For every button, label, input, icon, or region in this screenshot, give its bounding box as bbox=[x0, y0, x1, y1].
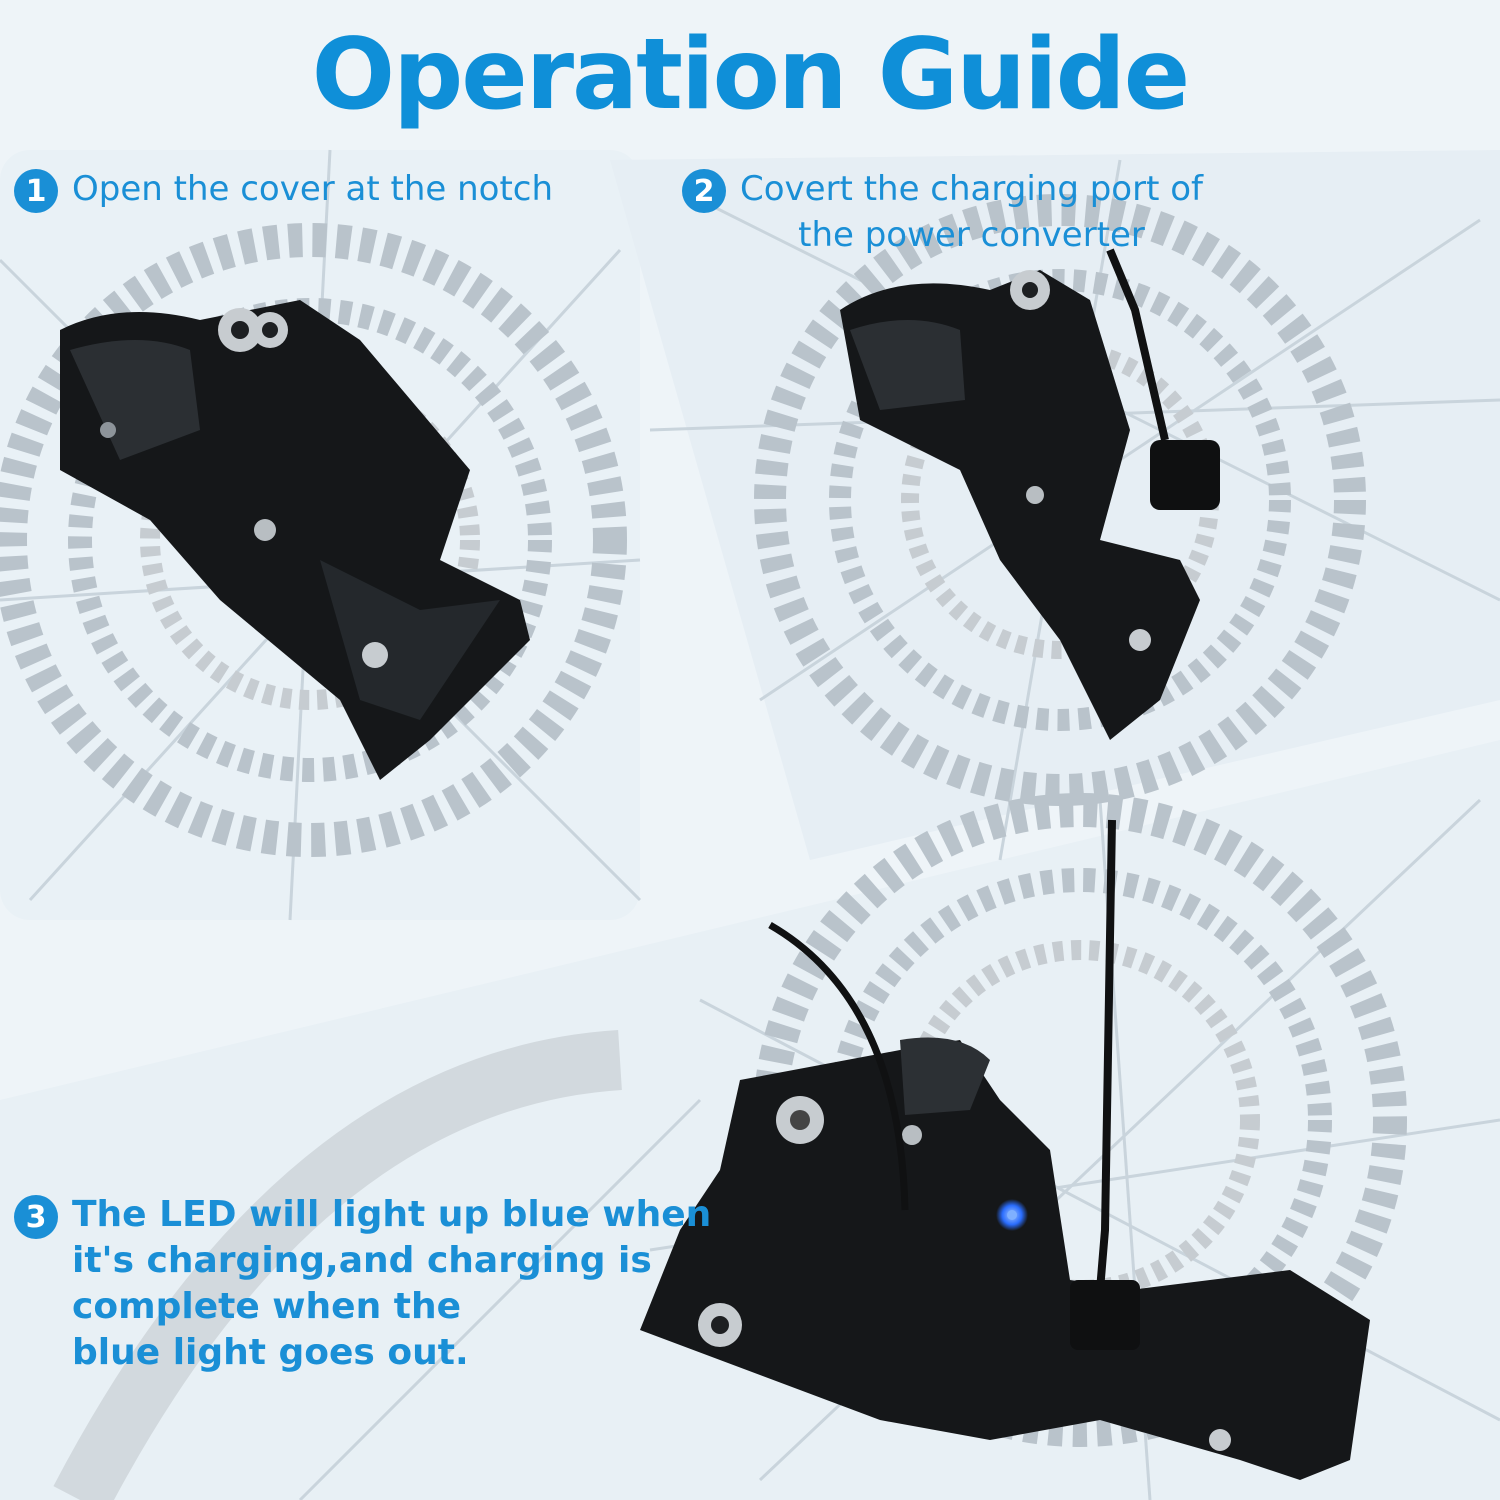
step-1: 1 Open the cover at the notch bbox=[14, 166, 553, 213]
step-1-text: Open the cover at the notch bbox=[72, 169, 554, 209]
derailleur-2 bbox=[840, 248, 1220, 740]
step-3: 3 The LED will light up blue when it's c… bbox=[14, 1192, 711, 1376]
step-3-line-4: blue light goes out. bbox=[72, 1332, 469, 1373]
step-2-number-badge: 2 bbox=[682, 169, 726, 213]
step-1-number-badge: 1 bbox=[14, 169, 58, 213]
step-2-text: Covert the charging port of the power co… bbox=[740, 166, 1203, 258]
step-3-line-1: The LED will light up blue when bbox=[72, 1194, 712, 1235]
wheel-rim bbox=[53, 1030, 622, 1500]
step-3-text: The LED will light up blue when it's cha… bbox=[72, 1192, 711, 1376]
step-2: 2 Covert the charging port of the power … bbox=[682, 166, 1203, 258]
step-3-line-3: complete when the bbox=[72, 1286, 461, 1327]
page-title: Operation Guide bbox=[311, 18, 1190, 132]
derailleur-1 bbox=[60, 300, 530, 780]
charging-connector-3 bbox=[1070, 1280, 1140, 1350]
step-2-line-2: the power converter bbox=[798, 215, 1145, 255]
charging-connector-2 bbox=[1150, 440, 1220, 510]
step-3-number-badge: 3 bbox=[14, 1195, 58, 1239]
step-2-line-1: Covert the charging port of bbox=[740, 169, 1204, 209]
step-3-line-2: it's charging,and charging is bbox=[72, 1240, 652, 1281]
derailleur-3 bbox=[640, 819, 1370, 1480]
